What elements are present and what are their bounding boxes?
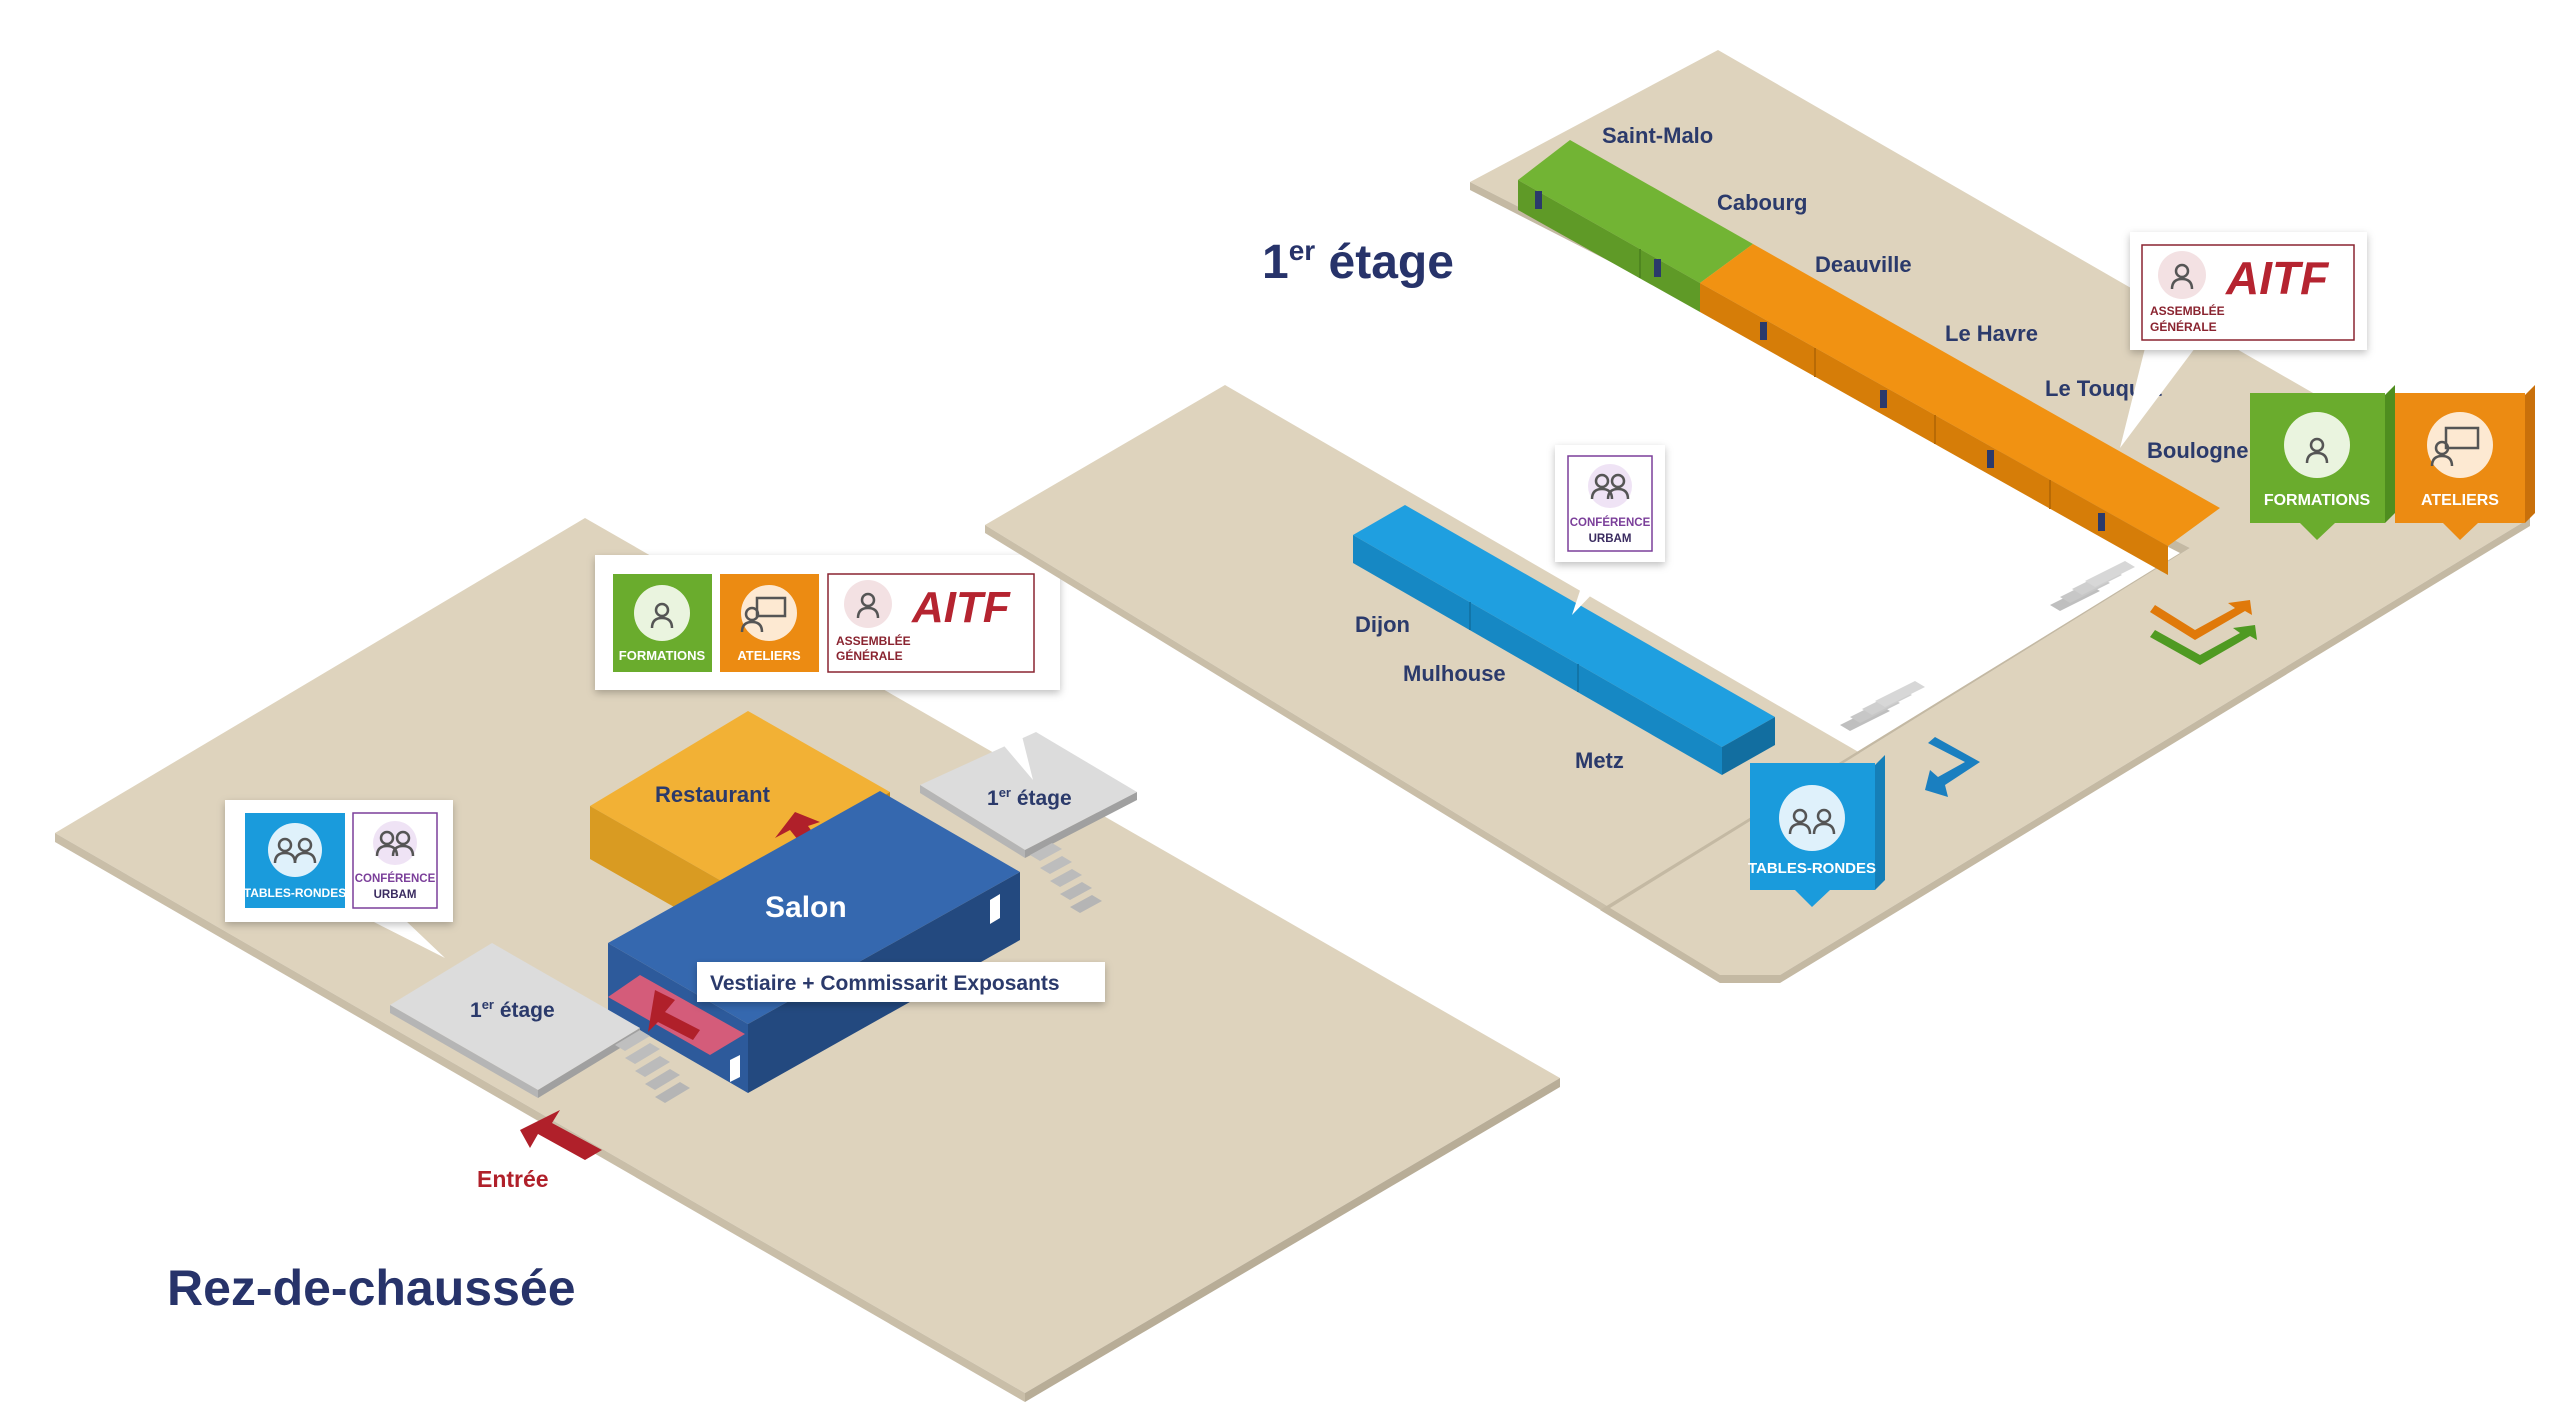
room-group-blue[interactable] xyxy=(1353,505,1775,775)
restaurant-label: Restaurant xyxy=(655,782,771,807)
ateliers-label: ATELIERS xyxy=(2421,492,2499,509)
assemblee-first-label-1: ASSEMBLÉE xyxy=(2150,303,2225,318)
conference-small-label-1: CONFÉRENCE xyxy=(355,872,436,885)
tables-rondes-badge[interactable]: TABLES-RONDES xyxy=(1748,755,1885,907)
assemblee-small-label-2: GÉNÉRALE xyxy=(836,648,903,663)
room-dijon: Dijon xyxy=(1355,612,1410,637)
callout-aitf: AITF ASSEMBLÉE GÉNÉRALE xyxy=(2120,232,2367,448)
ground-floor: Restaurant Salon Vestiaire + Commissarit… xyxy=(55,518,1560,1402)
first-floor-left-slab xyxy=(985,385,1950,975)
entrance-label: Entrée xyxy=(477,1166,549,1192)
first-floor-title: 1er étage xyxy=(1262,235,1454,289)
stairs-right-landing[interactable] xyxy=(920,732,1137,913)
conference-first-label-1: CONFÉRENCE xyxy=(1570,516,1651,529)
salon-label: Salon xyxy=(765,891,847,924)
tables-rondes-badge-small-label: TABLES-RONDES xyxy=(244,886,346,900)
formations-small-label: FORMATIONS xyxy=(619,648,706,663)
vestiaire-label: Vestiaire + Commissarit Exposants xyxy=(710,972,1060,995)
tables-rondes-label: TABLES-RONDES xyxy=(1748,860,1876,877)
ateliers-small-label: ATELIERS xyxy=(737,648,801,663)
stairs-left-icon xyxy=(615,1030,690,1103)
orange-direction-arrow-icon xyxy=(2150,600,2252,640)
room-mulhouse: Mulhouse xyxy=(1403,661,1506,686)
room-saint-malo: Saint-Malo xyxy=(1602,123,1713,148)
ground-floor-title: Rez-de-chaussée xyxy=(167,1260,576,1316)
first-floor: Saint-Malo Cabourg Deauville Le Havre Le… xyxy=(985,50,2535,983)
formations-badge[interactable]: FORMATIONS xyxy=(2250,385,2395,540)
vestiaire-area[interactable] xyxy=(608,975,745,1055)
room-cabourg: Cabourg xyxy=(1717,190,1807,215)
formations-label: FORMATIONS xyxy=(2264,492,2371,509)
aitf-wordmark-first: AITF xyxy=(2225,252,2330,304)
stairs-left-landing[interactable] xyxy=(390,943,690,1103)
room-le-havre: Le Havre xyxy=(1945,321,2038,346)
conference-first-label-2: URBAM xyxy=(1589,533,1632,545)
room-deauville: Deauville xyxy=(1815,252,1912,277)
conference-small-label-2: URBAM xyxy=(374,889,417,901)
stairs-right-label: 1er étage xyxy=(987,785,1072,810)
callout-left: TABLES-RONDES CONFÉRENCE URBAM xyxy=(225,800,453,958)
ateliers-badge[interactable]: ATELIERS xyxy=(2395,385,2535,540)
vestiaire-callout xyxy=(697,962,1105,1002)
aitf-wordmark-small: AITF xyxy=(911,583,1011,632)
room-group-orange[interactable] xyxy=(1700,244,2220,575)
blue-direction-arrow-icon xyxy=(1925,737,1980,797)
callout-conference: CONFÉRENCE URBAM xyxy=(1555,445,1665,615)
stairs-first-right-icon xyxy=(2050,561,2135,611)
room-boulogne: Boulogne xyxy=(2147,438,2248,463)
entrance-arrow-icon xyxy=(520,1110,602,1160)
stairs-right-icon xyxy=(1030,843,1102,913)
stairs-left-label: 1er étage xyxy=(470,997,555,1022)
room-group-green[interactable] xyxy=(1518,140,1753,312)
assemblee-first-label-2: GÉNÉRALE xyxy=(2150,319,2217,334)
callout-center: FORMATIONS ATELIERS AITF ASSEMBLÉE GÉNÉR… xyxy=(595,555,1060,780)
room-metz: Metz xyxy=(1575,748,1624,773)
stairs-first-left-icon xyxy=(1840,681,1925,731)
green-direction-arrow-icon xyxy=(2150,625,2257,665)
assemblee-small-label-1: ASSEMBLÉE xyxy=(836,633,911,648)
